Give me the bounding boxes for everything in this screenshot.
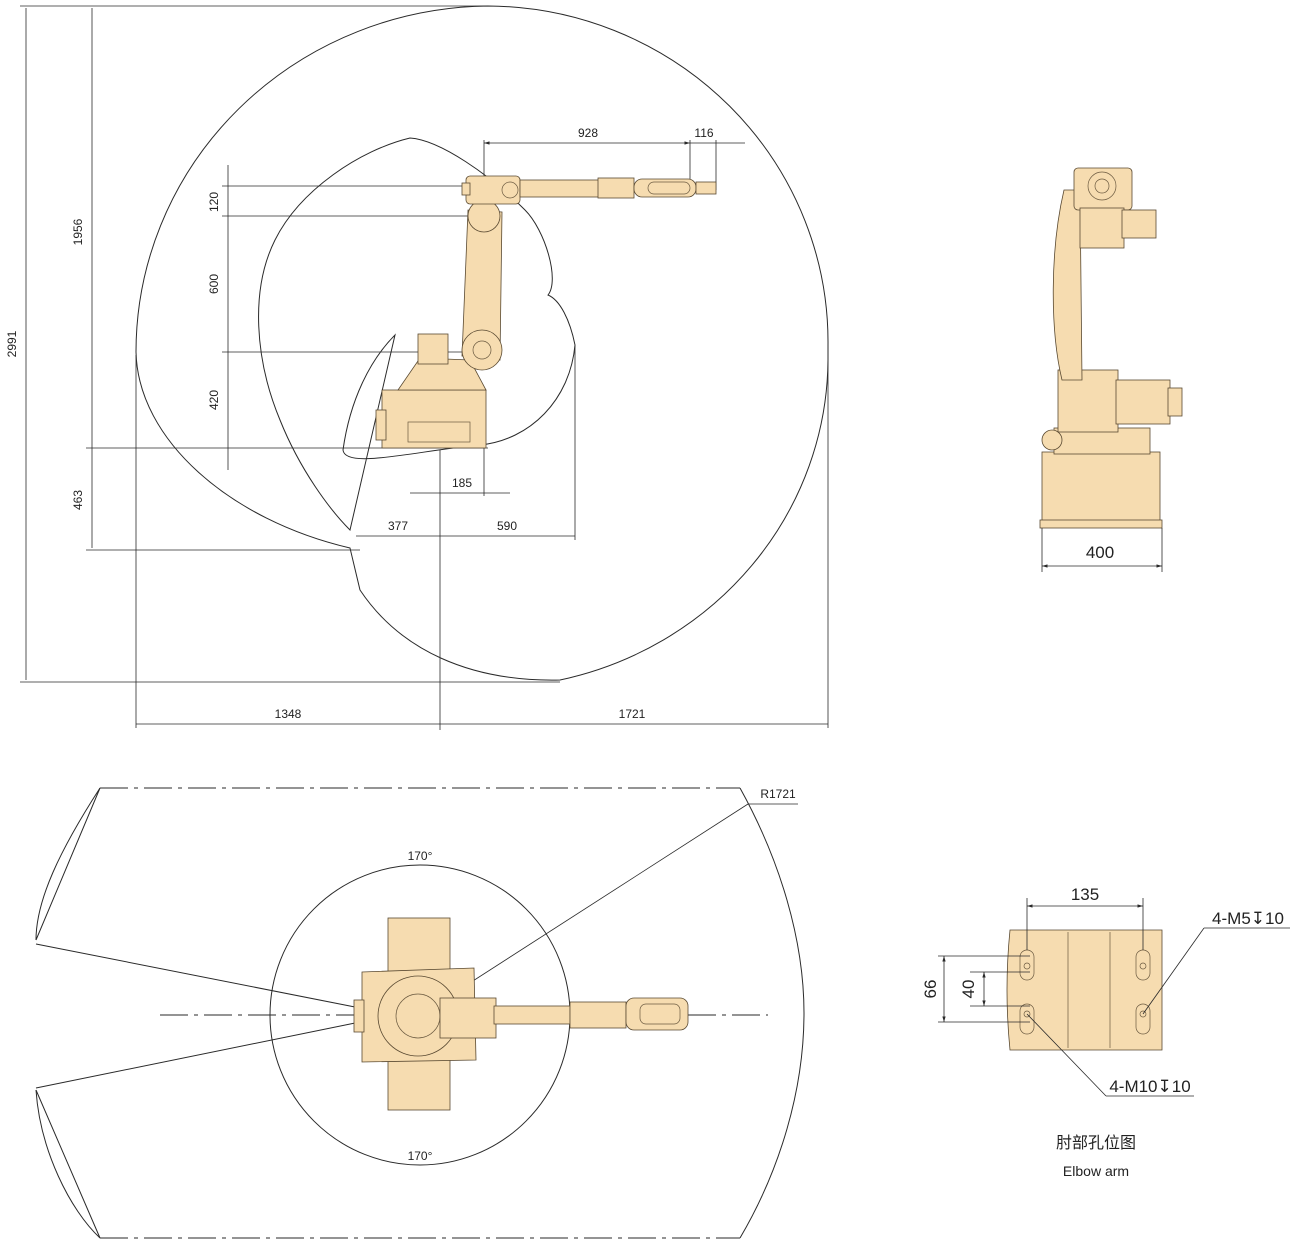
dim-front-1721: 1721: [619, 707, 646, 721]
front-view: 400: [1039, 167, 1183, 572]
dim-h120: 120: [207, 192, 221, 212]
top-envelope: [35, 787, 101, 1239]
dim-back-1348: 1348: [275, 707, 302, 721]
dim-front-width: 400: [1086, 543, 1114, 562]
robot-side: [375, 175, 717, 449]
work-envelope-outer: [135, 5, 829, 681]
robot-top: [353, 917, 689, 1111]
dim-width-135: 135: [1071, 885, 1099, 904]
dim-inner-377: 377: [388, 519, 408, 533]
dim-lower-reach: 463: [71, 490, 85, 510]
elbow-title-cn: 肘部孔位图: [1056, 1133, 1136, 1152]
dim-inner-590: 590: [497, 519, 517, 533]
dim-h66: 66: [921, 980, 940, 999]
dim-h420: 420: [207, 390, 221, 410]
elbow-title-en: Elbow arm: [1063, 1163, 1129, 1179]
dim-h600: 600: [207, 274, 221, 294]
dim-arm-928: 928: [578, 126, 598, 140]
hole-m10-label: 4-M10↧10: [1109, 1077, 1190, 1096]
hole-m5-label: 4-M5↧10: [1212, 909, 1284, 928]
side-view: 2991 1956 463 120 600 420 928 116 185 37…: [5, 5, 829, 730]
dim-offset-185: 185: [452, 476, 472, 490]
dim-upper-reach: 1956: [71, 218, 85, 245]
angle-top: 170°: [408, 849, 433, 863]
angle-bottom: 170°: [408, 1149, 433, 1163]
elbow-detail: 135 66 40 4-M5↧10 4-M10↧10 肘部孔位图 Elbow a…: [921, 885, 1290, 1179]
dim-radius: R1721: [760, 787, 796, 801]
dim-wrist-116: 116: [694, 126, 713, 140]
top-view: R1721 170° 170°: [35, 787, 805, 1239]
work-envelope-inner: [258, 137, 576, 531]
dim-h40: 40: [959, 980, 978, 999]
dim-total-height: 2991: [5, 330, 19, 357]
